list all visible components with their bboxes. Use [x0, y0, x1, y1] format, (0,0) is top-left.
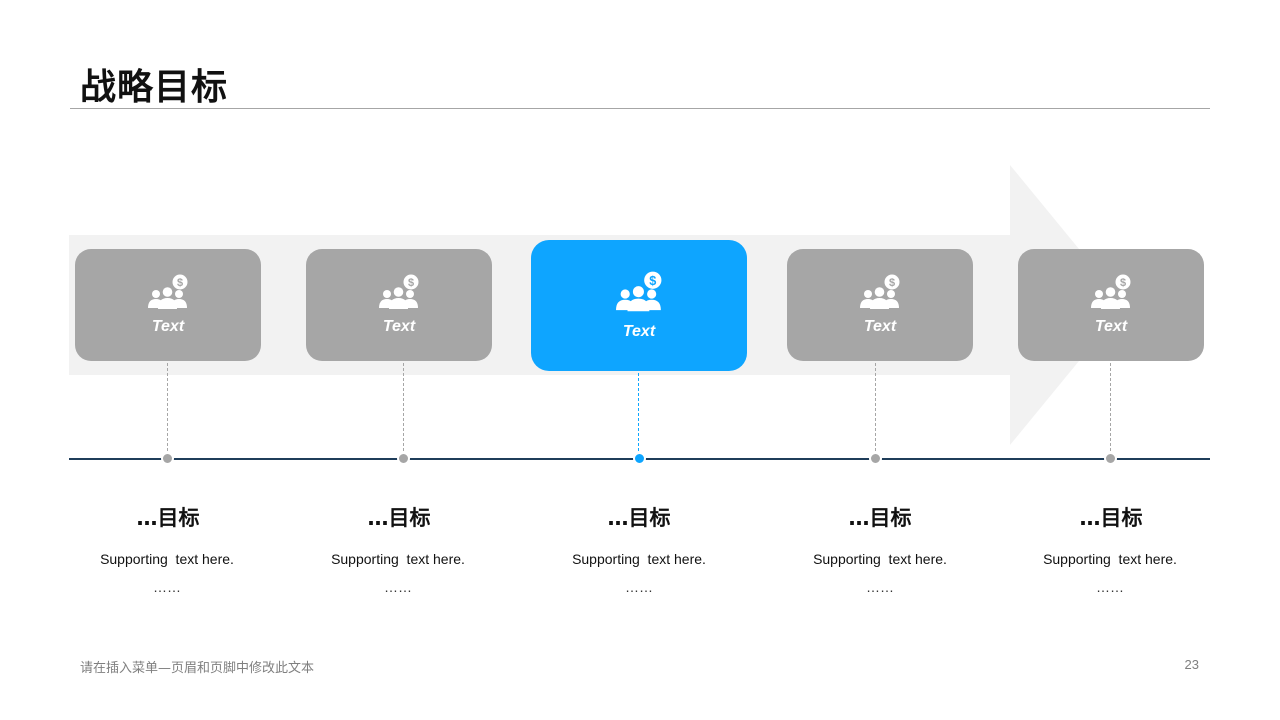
goal-heading-2: …目标	[367, 506, 431, 530]
timeline-dot-3	[633, 452, 646, 465]
step-card-2[interactable]: $ Text	[306, 249, 492, 361]
timeline-dot-1	[161, 452, 174, 465]
step-card-3-active[interactable]: $ Text	[531, 240, 747, 371]
goal-ellipsis-2: ……	[384, 579, 412, 595]
step-connector-5	[1110, 363, 1111, 456]
goal-heading-1: …目标	[136, 506, 200, 530]
step-label: Text	[863, 318, 897, 335]
step-card-4[interactable]: $ Text	[787, 249, 973, 361]
svg-text:$: $	[408, 277, 414, 289]
goal-heading-4: …目标	[848, 506, 912, 530]
step-label: Text	[151, 318, 185, 335]
title-divider	[70, 108, 1210, 109]
timeline-dot-5	[1104, 452, 1117, 465]
step-connector-1	[167, 363, 168, 456]
step-connector-2	[403, 363, 404, 456]
goal-support-text-1: Supporting text here.	[100, 551, 234, 567]
team-money-icon: $	[860, 274, 900, 309]
goal-heading-3: …目标	[607, 506, 671, 530]
goal-support-text-4: Supporting text here.	[813, 551, 947, 567]
step-connector-4	[875, 363, 876, 456]
team-money-icon: $	[1091, 274, 1131, 309]
svg-text:$: $	[649, 273, 656, 287]
svg-text:$: $	[1120, 277, 1126, 289]
goal-ellipsis-4: ……	[866, 579, 894, 595]
svg-text:$: $	[177, 277, 183, 289]
slide-title: 战略目标	[80, 67, 229, 108]
goal-ellipsis-5: ……	[1096, 579, 1124, 595]
timeline-dot-4	[869, 452, 882, 465]
goal-support-text-2: Supporting text here.	[331, 551, 465, 567]
goal-ellipsis-3: ……	[625, 579, 653, 595]
goal-support-text-5: Supporting text here.	[1043, 551, 1177, 567]
step-label: Text	[1094, 318, 1128, 335]
step-connector-3	[638, 373, 639, 456]
step-label: Text	[622, 322, 656, 340]
step-label: Text	[382, 318, 416, 335]
goal-ellipsis-1: ……	[153, 579, 181, 595]
step-card-5[interactable]: $ Text	[1018, 249, 1204, 361]
team-money-icon: $	[379, 274, 419, 309]
step-card-1[interactable]: $ Text	[75, 249, 261, 361]
timeline-dot-2	[397, 452, 410, 465]
team-money-icon: $	[616, 271, 662, 311]
footer-text: 请在插入菜单—页眉和页脚中修改此文本	[80, 661, 315, 676]
goal-support-text-3: Supporting text here.	[572, 551, 706, 567]
goal-heading-5: …目标	[1079, 506, 1143, 530]
svg-text:$: $	[889, 277, 895, 289]
page-number: 23	[1184, 657, 1199, 672]
team-money-icon: $	[148, 274, 188, 309]
